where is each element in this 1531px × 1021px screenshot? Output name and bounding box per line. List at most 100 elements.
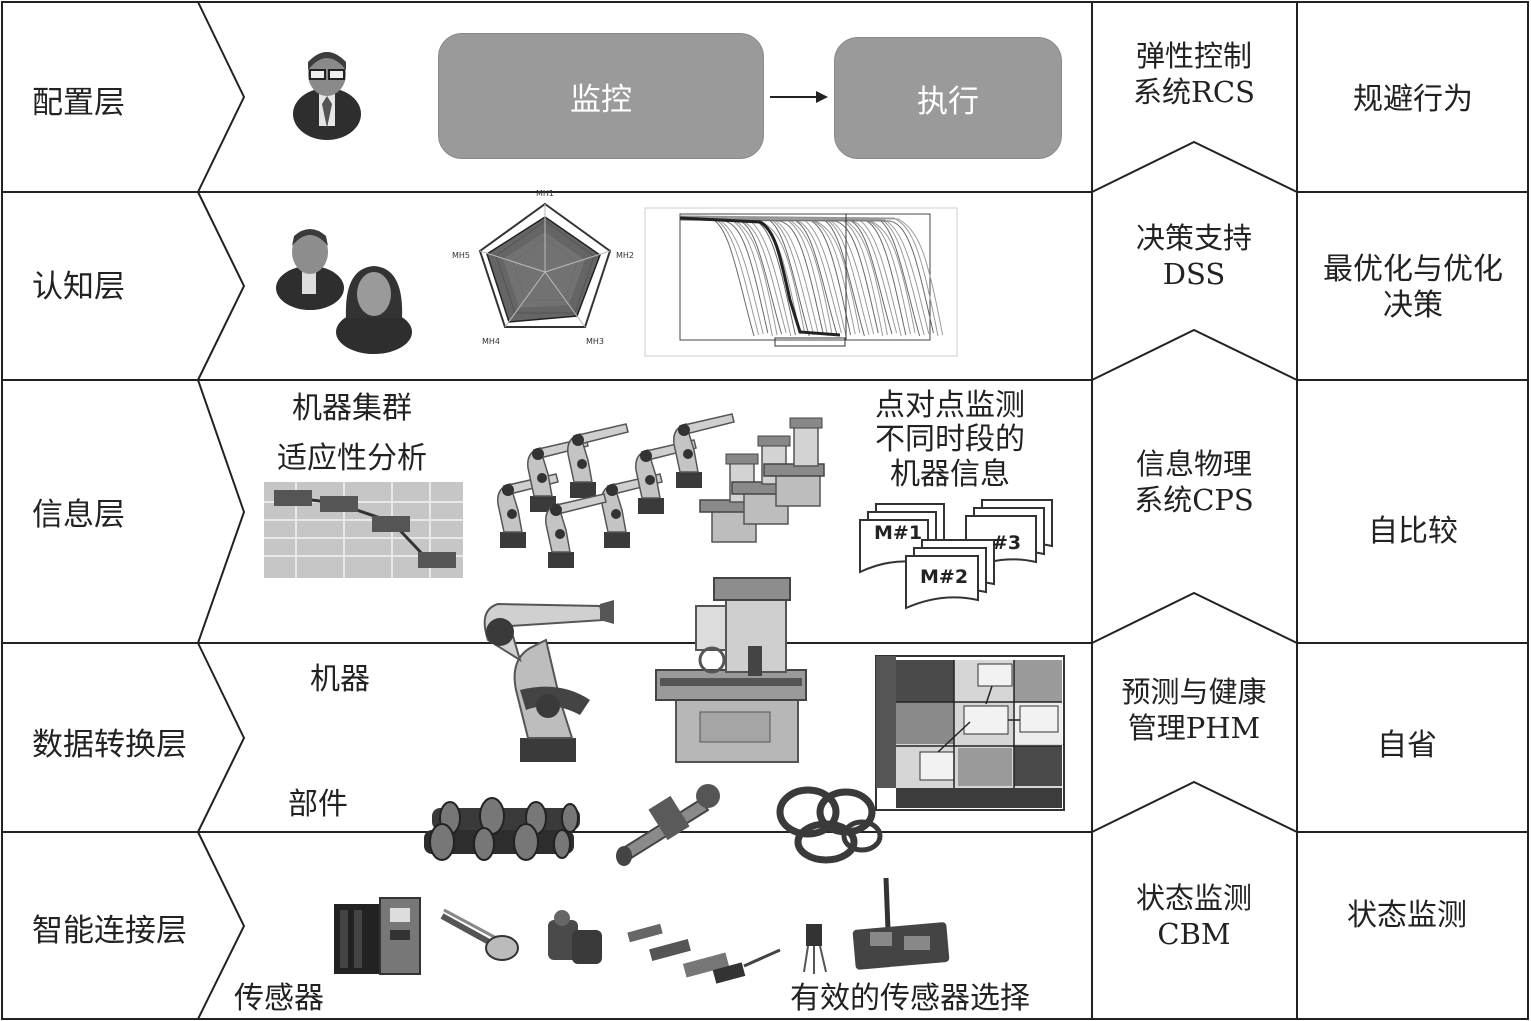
middle-rcs-line1: 弹性控制 xyxy=(1135,39,1252,73)
layer-data-conversion-label: 数据转换层 xyxy=(32,727,187,763)
gear-shaft-image xyxy=(424,797,580,861)
degradation-curve xyxy=(679,217,879,334)
wireless-node-image xyxy=(852,877,950,970)
fleet-title: 机器集群 xyxy=(292,391,412,426)
degradation-curve xyxy=(679,217,764,335)
execute-box: 执行 xyxy=(834,37,1062,159)
degradation-curve xyxy=(679,219,842,334)
milling-machine-image xyxy=(655,577,807,763)
degradation-curve xyxy=(679,215,824,334)
robot-icon xyxy=(567,423,629,498)
radar-axis-label: MH4 xyxy=(482,337,500,346)
sensor-label: 传感器 xyxy=(234,981,324,1016)
robot-icon xyxy=(673,413,735,488)
degradation-curve xyxy=(679,216,875,335)
robot-fleet-image xyxy=(497,413,735,568)
radar-axis-label: MH2 xyxy=(616,251,634,260)
robot-arm-image xyxy=(483,600,614,762)
effective-sensor-label: 有效的传感器选择 xyxy=(790,981,1030,1016)
card-m1 xyxy=(859,503,945,574)
middle-phm-line1: 预测与健康 xyxy=(1121,675,1267,709)
right-optimization: 最优化与优化 决策 xyxy=(1298,252,1528,324)
transistor-sensor-image xyxy=(803,924,827,974)
right-self-compare: 自比较 xyxy=(1298,514,1528,550)
machine-cards xyxy=(859,499,1053,610)
maintenance-matrix-chart xyxy=(875,655,1065,811)
degradation-curve xyxy=(679,218,930,335)
middle-dss-line1: 决策支持 xyxy=(1135,221,1252,255)
layer-info-label: 信息层 xyxy=(32,497,125,533)
layer-smart-connection-label: 智能连接层 xyxy=(32,913,187,949)
component-label: 部件 xyxy=(288,787,348,822)
monitor-box: 监控 xyxy=(438,33,764,159)
flow-stage-box xyxy=(320,496,358,512)
flow-stage-box xyxy=(274,490,312,506)
flow-stage-box xyxy=(418,552,456,568)
fleet-subtitle: 适应性分析 xyxy=(277,441,427,476)
p2p-line-3: 机器信息 xyxy=(890,457,1010,492)
degradation-curve-chart xyxy=(644,207,958,357)
degradation-curve xyxy=(679,218,861,334)
middle-cbm: 状态监测 CBM xyxy=(1094,880,1294,952)
arrow-head-icon xyxy=(816,91,828,103)
card-m2 xyxy=(905,539,995,610)
layer-chevron xyxy=(197,831,246,1020)
middle-cbm-line1: 状态监测 xyxy=(1135,881,1252,915)
degradation-curve xyxy=(679,216,898,334)
degradation-curve xyxy=(680,219,819,335)
middle-cps-line1: 信息物理 xyxy=(1135,447,1252,481)
card-m3-label: #3 xyxy=(992,532,1022,554)
card-m1-label: M#1 xyxy=(874,522,923,544)
layer-chevron xyxy=(197,642,246,833)
milling-machine-fleet-image xyxy=(699,417,825,543)
interval-bracket xyxy=(774,337,846,347)
middle-cbm-line2: CBM xyxy=(1157,917,1231,951)
degradation-curve xyxy=(679,219,934,334)
p2p-line-1: 点对点监测 xyxy=(875,388,1025,423)
robot-icon xyxy=(601,473,663,548)
card-m2-label: M#2 xyxy=(920,566,969,588)
right-avoidance-line1: 规避行为 xyxy=(1353,82,1473,117)
ball-screw-image xyxy=(616,784,720,866)
robot-icon xyxy=(545,493,607,568)
flow-path xyxy=(294,496,430,562)
right-condition-monitoring-line1: 状态监测 xyxy=(1347,898,1467,933)
machine-label: 机器 xyxy=(310,662,370,697)
middle-chevron xyxy=(1091,780,1298,833)
people-icon xyxy=(276,229,412,354)
bearings-image xyxy=(776,786,883,864)
middle-chevron xyxy=(1091,140,1298,193)
engineer-icon xyxy=(293,52,361,140)
middle-chevron xyxy=(1091,328,1298,381)
middle-cps: 信息物理 系统CPS xyxy=(1094,446,1294,518)
radar-axis-label: MH1 xyxy=(536,189,554,198)
milling-machine-icon xyxy=(763,417,825,507)
highlight-curve xyxy=(679,216,841,337)
right-condition-monitoring: 状态监测 xyxy=(1292,898,1522,934)
middle-phm: 预测与健康 管理PHM xyxy=(1094,674,1294,746)
layer-config-label: 配置层 xyxy=(32,85,125,121)
p2p-line-2: 不同时段的 xyxy=(875,422,1025,457)
degradation-curve xyxy=(679,215,916,334)
layer-chevron xyxy=(197,379,246,644)
middle-rcs-line2: 系统RCS xyxy=(1133,75,1255,109)
daq-module-image xyxy=(334,897,421,975)
right-introspection-line1: 自省 xyxy=(1377,728,1437,763)
right-avoidance: 规避行为 xyxy=(1298,82,1528,118)
right-self-compare-line1: 自比较 xyxy=(1368,514,1458,549)
layer-chevron xyxy=(197,191,246,381)
flow-stage-box xyxy=(372,516,410,532)
right-optimization-line1: 最优化与优化 xyxy=(1323,252,1503,287)
degradation-curve xyxy=(679,216,944,336)
probe-sensor-image xyxy=(440,908,519,961)
middle-chevron xyxy=(1091,591,1298,644)
layer-cognition-label: 认知层 xyxy=(32,269,125,305)
layer-chevron xyxy=(197,1,246,193)
right-optimization-line2: 决策 xyxy=(1383,288,1443,323)
right-introspection: 自省 xyxy=(1292,728,1522,764)
proximity-sensors-image xyxy=(627,923,781,984)
radar-axis-label: MH3 xyxy=(586,337,604,346)
